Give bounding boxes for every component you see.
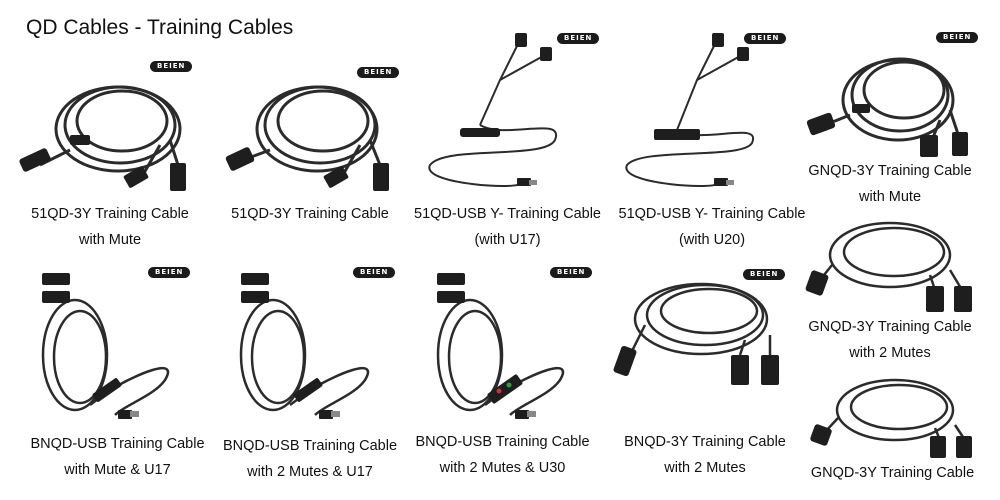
product-caption: GNQD-3Y Training Cable: [795, 460, 990, 486]
cable-image: [436, 273, 564, 419]
cable-image: [625, 33, 755, 187]
caption-line-2: with 2 Mutes & U30: [439, 460, 566, 476]
product-caption: BNQD-USB Training Cable with 2 Mutes & U…: [400, 429, 605, 481]
caption-line-1: BNQD-USB Training Cable: [222, 438, 398, 454]
cable-image: [810, 378, 972, 458]
caption-line-1: 51QD-3Y Training Cable: [31, 206, 189, 222]
caption-line-2: (with U20): [678, 232, 746, 248]
brand-logo: BEIEN: [550, 267, 593, 278]
caption-line-1: BNQD-USB Training Cable: [415, 434, 590, 450]
product-card-bnqd-usb-2mutes-u17[interactable]: BEIEN BNQD-USB Training Cable with 2 Mut…: [215, 265, 405, 485]
brand-logo: BEIEN: [743, 269, 786, 280]
product-caption: GNQD-3Y Training Cable with 2 Mutes: [790, 314, 990, 366]
cable-image: [613, 282, 779, 385]
caption-line-1: BNQD-3Y Training Cable: [624, 434, 786, 450]
product-caption: GNQD-3Y Training Cable with Mute: [790, 158, 990, 210]
caption-line-2: with 2 Mutes: [849, 345, 931, 361]
product-caption: 51QD-USB Y- Training Cable (with U20): [612, 201, 812, 253]
brand-logo: BEIEN: [357, 67, 400, 78]
product-caption: 51QD-3Y Training Cable: [215, 201, 405, 227]
product-card-51qd-3y[interactable]: BEIEN 51QD-3Y Training Cable: [215, 55, 405, 255]
product-card-bnqd-usb-2mutes-u30[interactable]: BEIEN BNQD-USB Training Cable with 2 Mut…: [405, 265, 605, 485]
product-card-bnqd-usb-mute-u17[interactable]: BEIEN BNQD-USB Training Cable with Mute …: [20, 265, 215, 485]
brand-logo: BEIEN: [936, 32, 979, 43]
caption-line-2: with 2 Mutes: [664, 460, 746, 476]
product-caption: 51QD-USB Y- Training Cable (with U17): [405, 201, 610, 253]
product-card-51qd-usb-u20[interactable]: BEIEN 51QD-USB Y- Training Cable (with U…: [612, 25, 812, 255]
cable-image: [19, 85, 186, 191]
cable-image: [428, 33, 558, 187]
cable-image: [806, 57, 968, 157]
caption-line-1: 51QD-3Y Training Cable: [231, 206, 389, 222]
cable-image: [41, 273, 169, 419]
product-card-bnqd-3y-2mutes[interactable]: BEIEN BNQD-3Y Training Cable with 2 Mute…: [605, 265, 805, 485]
caption-line-1: GNQD-3Y Training Cable: [808, 163, 972, 179]
product-card-gnqd-3y-mute[interactable]: BEIEN GNQD-3Y Training Cable with Mute: [800, 30, 985, 210]
caption-line-1: BNQD-USB Training Cable: [30, 436, 205, 452]
caption-line-1: GNQD-3Y Training Cable: [808, 319, 972, 335]
caption-line-1: 51QD-USB Y- Training Cable: [618, 206, 806, 222]
caption-line-2: with 2 Mutes & U17: [247, 464, 373, 480]
page-title: QD Cables - Training Cables: [26, 16, 294, 39]
cable-image: [225, 85, 389, 191]
product-caption: 51QD-3Y Training Cable with Mute: [10, 201, 210, 253]
product-card-51qd-3y-mute[interactable]: BEIEN 51QD-3Y Training Cable with Mute: [10, 55, 210, 255]
brand-logo: BEIEN: [353, 267, 396, 278]
product-caption: BNQD-USB Training Cable with Mute & U17: [15, 431, 220, 483]
caption-line-2: with Mute: [858, 189, 922, 205]
caption-line-1: 51QD-USB Y- Training Cable: [414, 206, 601, 222]
cable-image: [805, 221, 972, 312]
brand-logo: BEIEN: [148, 267, 191, 278]
product-card-gnqd-3y[interactable]: GNQD-3Y Training Cable: [800, 370, 990, 495]
product-card-gnqd-3y-2mutes[interactable]: GNQD-3Y Training Cable with 2 Mutes: [800, 210, 990, 370]
product-caption: BNQD-USB Training Cable with 2 Mutes & U…: [210, 433, 410, 485]
caption-line-2: with Mute & U17: [64, 462, 171, 478]
caption-line-2: (with U17): [474, 232, 541, 248]
caption-line-1: GNQD-3Y Training Cable: [810, 465, 975, 481]
brand-logo: BEIEN: [744, 33, 787, 44]
product-caption: BNQD-3Y Training Cable with 2 Mutes: [605, 429, 805, 481]
caption-line-2: with Mute: [78, 232, 142, 248]
product-card-51qd-usb-u17[interactable]: BEIEN 51QD-USB Y- Training Cable (with U…: [405, 25, 610, 255]
brand-logo: BEIEN: [150, 61, 193, 72]
cable-image: [239, 273, 369, 419]
brand-logo: BEIEN: [557, 33, 600, 44]
